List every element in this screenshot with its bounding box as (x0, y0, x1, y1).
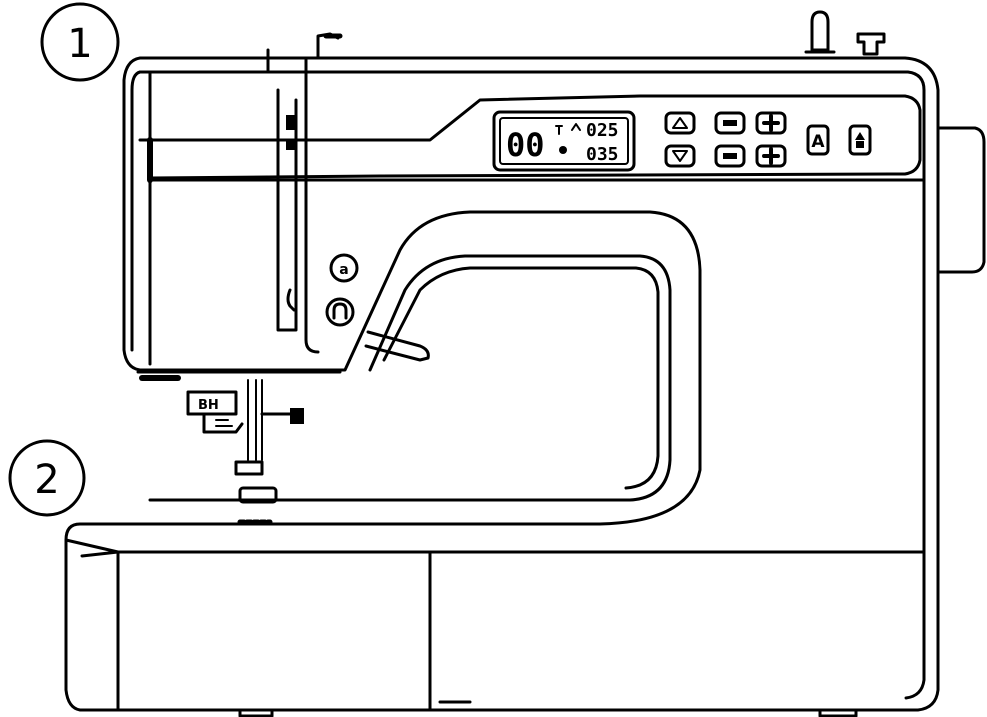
length-minus-button[interactable] (714, 144, 746, 168)
bed (64, 519, 926, 717)
needle-clamp (186, 390, 238, 416)
body-outline (64, 56, 940, 712)
callout-1-circle (40, 2, 120, 82)
triangle-down-icon (672, 150, 688, 162)
plus-icon (762, 114, 780, 132)
lcd-frame (492, 110, 636, 172)
spool-pin-right (856, 32, 886, 56)
memory-button[interactable] (848, 124, 872, 156)
pattern-up-button[interactable] (664, 111, 696, 135)
callout-2: 2 (8, 439, 86, 517)
arm-opening (148, 254, 672, 502)
length-plus-button[interactable] (755, 144, 787, 168)
control-buttons: A (664, 111, 872, 168)
width-minus-button[interactable] (714, 111, 746, 135)
reverse-button[interactable] (325, 297, 355, 327)
triangle-up-icon (672, 117, 688, 129)
minus-icon (723, 153, 737, 159)
mode-a-label: A (811, 132, 825, 152)
spool-pins (804, 10, 886, 56)
presser-foot-lever (364, 330, 430, 362)
take-up-lever-area (276, 58, 320, 354)
needle-button-label: a (339, 262, 348, 278)
width-plus-button[interactable] (755, 111, 787, 135)
needle-assembly: BH (136, 370, 342, 504)
lcd-main-digits: 00 (506, 126, 545, 164)
lcd-top-value: 025 (586, 120, 619, 141)
mode-a-button[interactable]: A (806, 124, 830, 156)
needle-up-down-button[interactable]: a (329, 253, 359, 283)
callout-1-label: 1 (67, 21, 92, 67)
pattern-down-button[interactable] (664, 144, 696, 168)
house-icon (855, 132, 865, 148)
thread-guide (266, 32, 343, 72)
handwheel (936, 126, 986, 274)
callout-2-label: 2 (34, 457, 59, 503)
reverse-arrow-icon (332, 302, 348, 320)
plus-icon (762, 147, 780, 165)
callout-1: 1 (40, 2, 120, 82)
head-buttons: a (325, 253, 359, 327)
minus-icon (723, 120, 737, 126)
lcd-bottom-value: 035 (586, 144, 619, 165)
presser-plate-mark: BH (198, 398, 219, 413)
spool-pin-left (810, 10, 830, 52)
callout-2-circle (8, 439, 86, 517)
presser-foot (238, 486, 278, 504)
machine-body (64, 56, 940, 712)
lcd-display: 00 025 035 (492, 110, 636, 172)
